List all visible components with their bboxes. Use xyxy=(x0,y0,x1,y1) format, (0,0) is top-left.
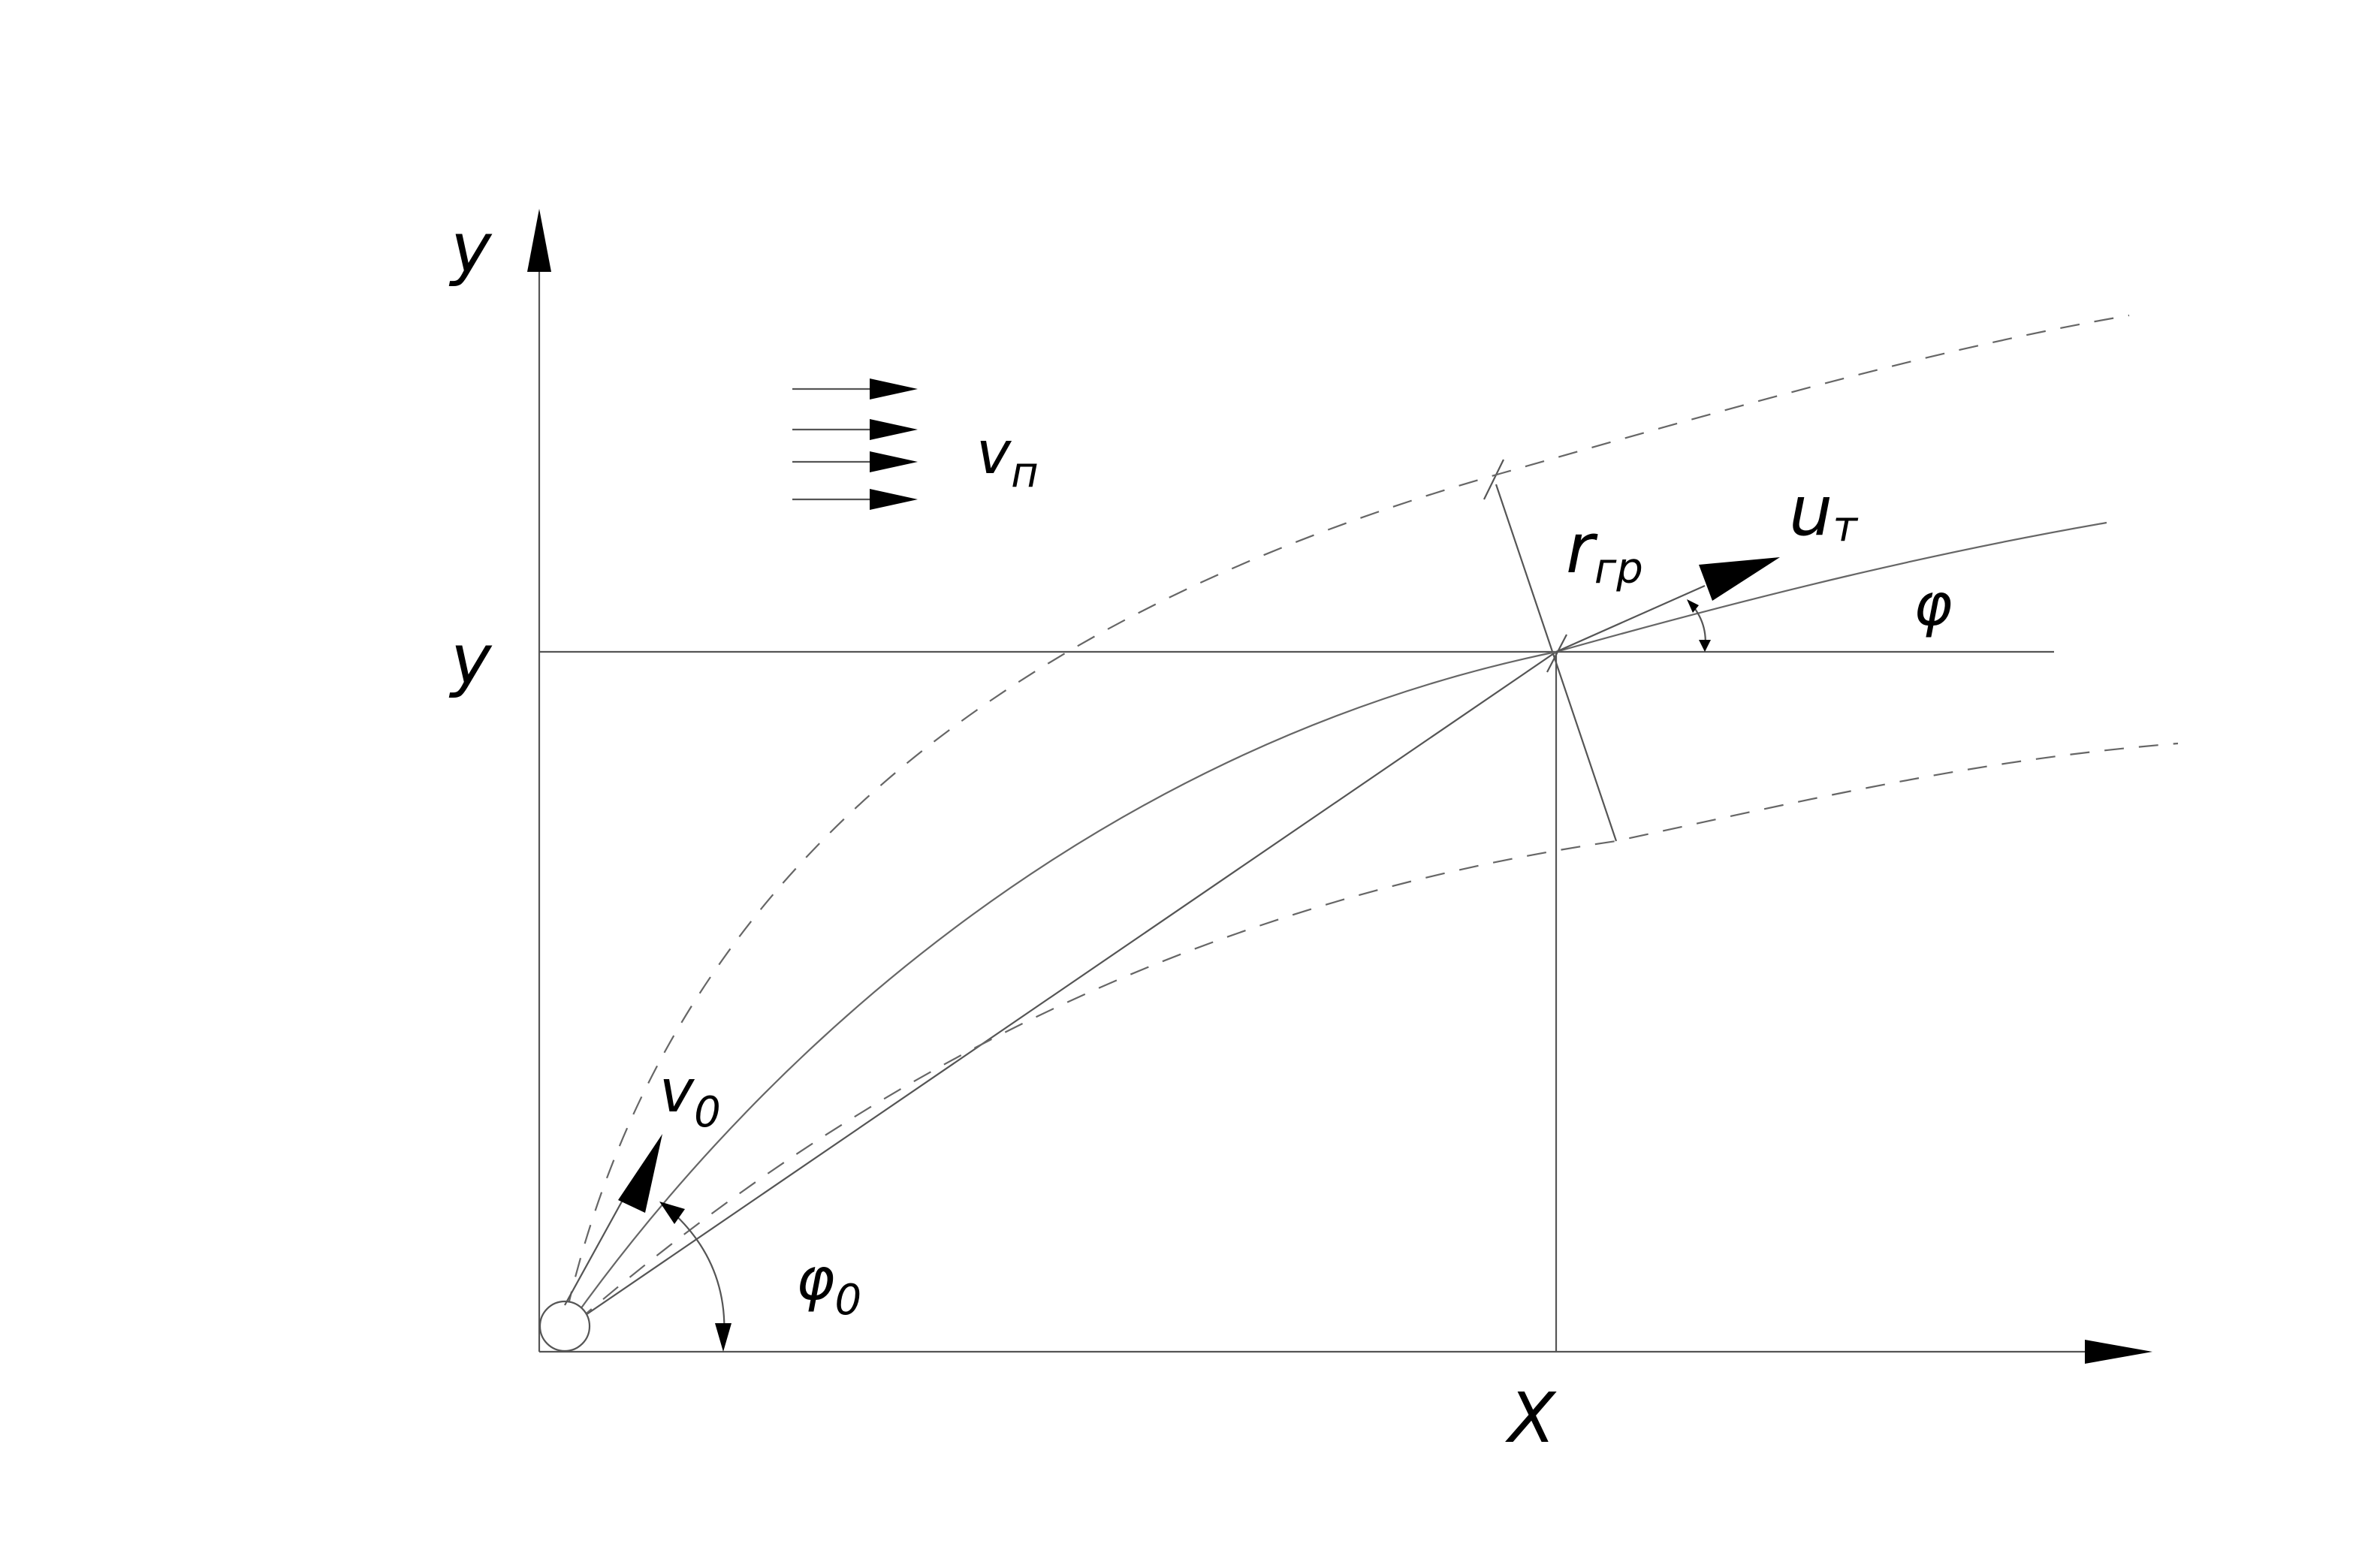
particle-circle xyxy=(538,1300,591,1352)
label-phi: φ xyxy=(1914,571,1952,639)
label-v-flow: vп xyxy=(976,420,1039,497)
x-axis-arrowhead xyxy=(2085,1340,2152,1364)
label-u-main: u xyxy=(1789,471,1833,551)
trajectory-curve xyxy=(566,521,2107,1328)
flow-arrows xyxy=(792,378,918,510)
labels: y y X vп v0 φ0 φ rгр uт xyxy=(448,208,1952,1458)
label-v0-sub: 0 xyxy=(694,1088,721,1137)
phi-arc-arrowhead-bottom xyxy=(1699,640,1711,652)
label-v0-main: v xyxy=(659,1058,695,1126)
label-y-axis: y xyxy=(448,208,493,288)
flow-arrow-1-head xyxy=(870,378,918,400)
chord-line xyxy=(566,651,1557,1328)
y-axis-arrowhead xyxy=(527,209,551,272)
label-r-sub: гр xyxy=(1594,544,1643,593)
label-phi0: φ0 xyxy=(796,1246,861,1325)
u-vector xyxy=(1555,557,1780,653)
reference-lines xyxy=(539,459,2054,1352)
v0-vector xyxy=(564,1134,662,1306)
phi0-arc-arrowhead-top xyxy=(659,1202,685,1224)
label-r-main: r xyxy=(1566,508,1598,589)
v0-vector-arrowhead xyxy=(618,1134,662,1213)
u-vector-shaft xyxy=(1555,584,1706,653)
label-u-sub: т xyxy=(1833,502,1858,551)
u-vector-arrowhead xyxy=(1699,557,1780,601)
flow-arrow-4-head xyxy=(870,489,918,510)
normal-line xyxy=(1495,484,1618,842)
label-v-flow-main: v xyxy=(976,420,1012,487)
flow-arrow-2-head xyxy=(870,419,918,440)
label-v0: v0 xyxy=(659,1058,721,1137)
tick-trajectory xyxy=(1546,634,1567,673)
phi0-arc-arrowhead-bottom xyxy=(715,1323,731,1352)
flow-arrow-3-head xyxy=(870,451,918,472)
label-phi0-main: φ xyxy=(796,1246,834,1313)
phi-angle-arc xyxy=(1687,599,1711,652)
axes xyxy=(527,209,2152,1364)
upper-dashed-boundary xyxy=(566,314,2130,1311)
label-x-point: X xyxy=(1505,1378,1557,1458)
phi0-angle-arc xyxy=(659,1202,731,1352)
tick-upper-boundary xyxy=(1483,459,1504,500)
label-phi0-sub: 0 xyxy=(834,1276,861,1325)
label-u: uт xyxy=(1789,471,1858,551)
label-y-level: y xyxy=(448,620,493,700)
phi-arc-arrowhead-top xyxy=(1687,599,1699,613)
lower-dashed-boundary xyxy=(576,742,2179,1322)
label-r: rгр xyxy=(1566,508,1643,593)
label-v-flow-sub: п xyxy=(1011,448,1039,497)
